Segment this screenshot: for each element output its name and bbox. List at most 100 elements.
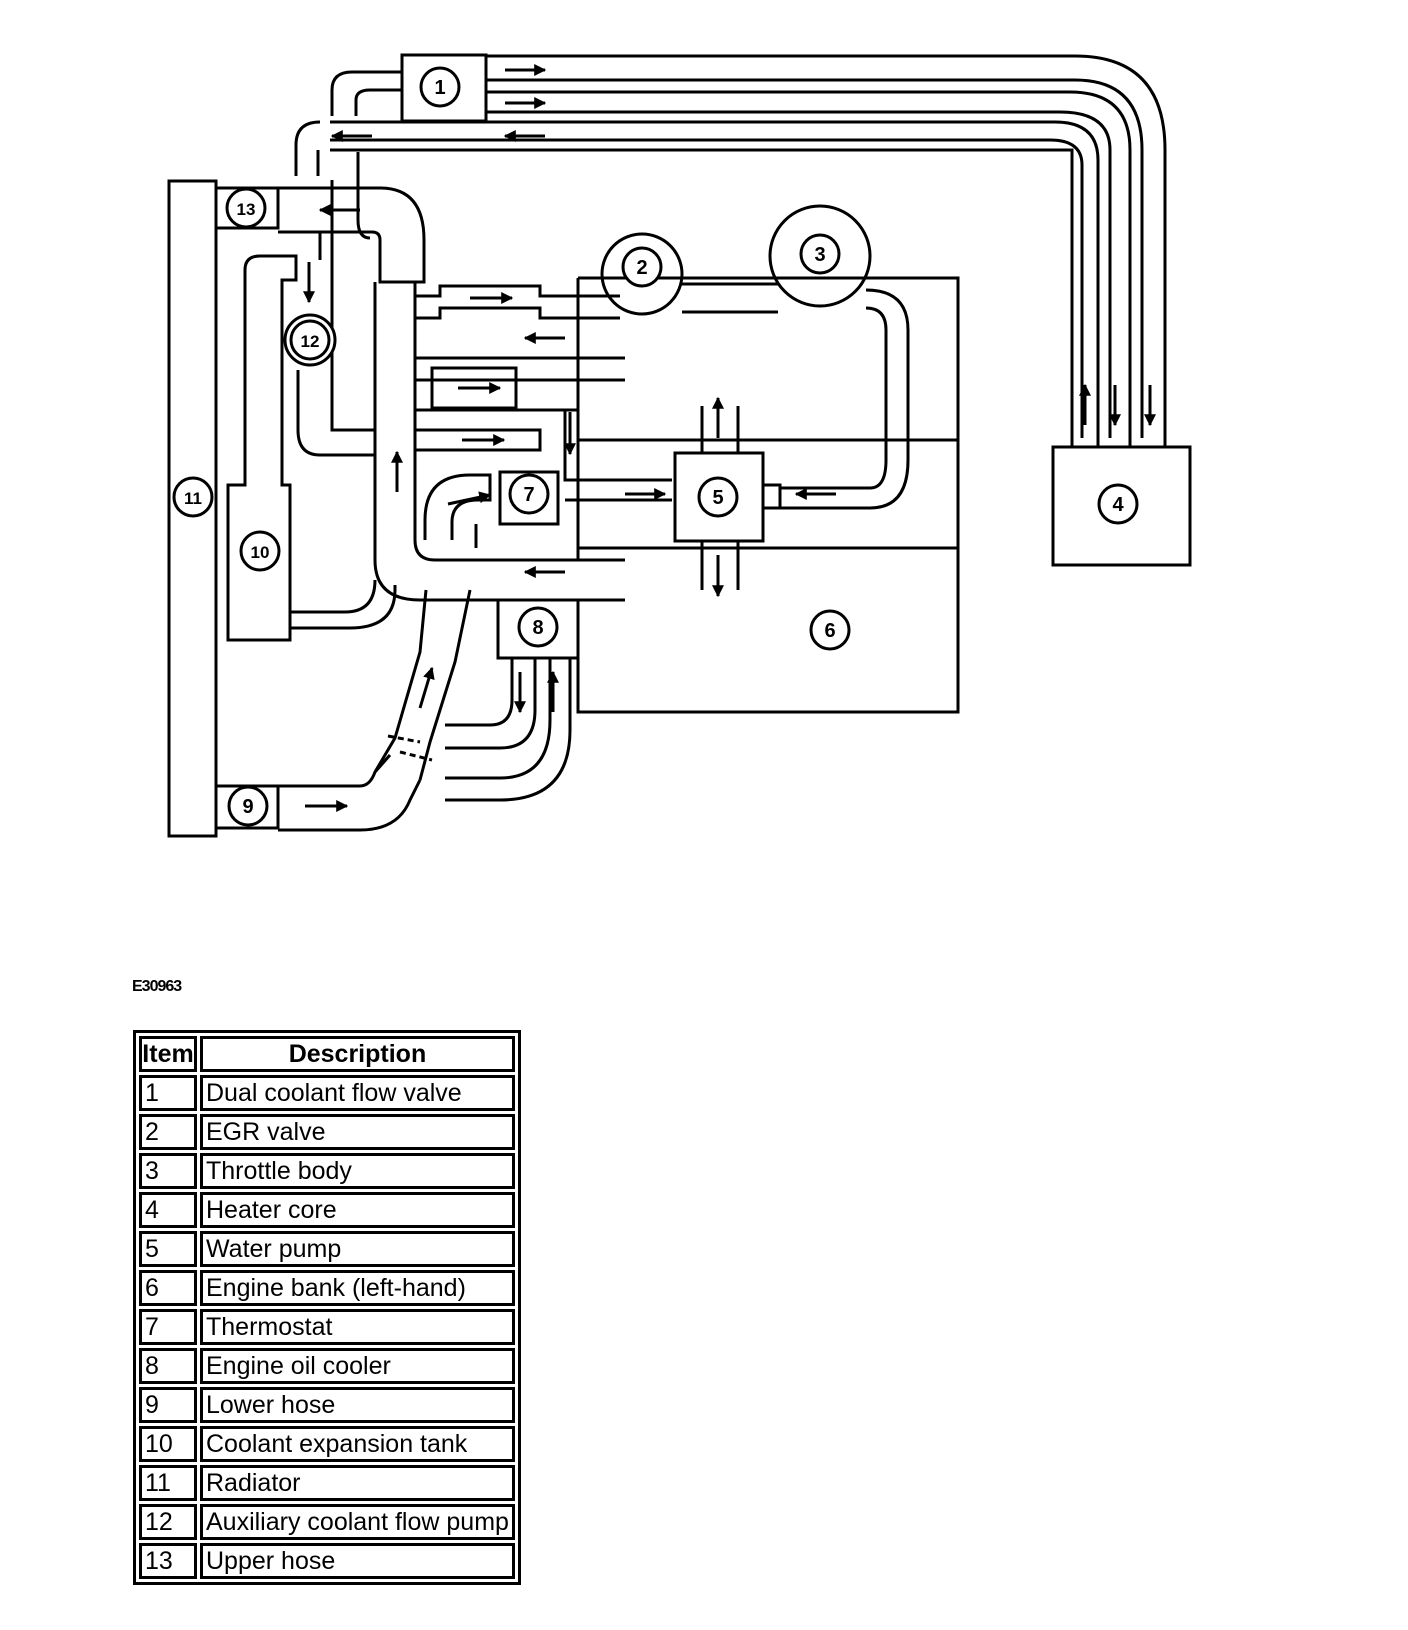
callout-1 [419, 66, 461, 108]
callout-13 [225, 187, 267, 229]
throttle-return-hose-inner [780, 306, 888, 490]
legend-item-description: Coolant expansion tank [200, 1426, 515, 1462]
heater-core [1051, 445, 1192, 567]
legend-item-description: Lower hose [200, 1387, 515, 1423]
thermostat-elbow [423, 473, 492, 540]
aux-pump-hose-outer [296, 370, 375, 457]
legend-item-number: 13 [139, 1543, 197, 1579]
engine-oil-cooler [496, 598, 580, 660]
legend-item-number: 3 [139, 1153, 197, 1189]
oil-cooler-hose-4 [445, 658, 572, 802]
heater-feed-line-3 [486, 110, 1112, 438]
callout-3 [799, 233, 841, 275]
expansion-tank-hose [290, 579, 377, 614]
bypass-hose-line [330, 180, 375, 432]
lower-hose [278, 754, 422, 832]
main-return-pipe [373, 282, 625, 602]
legend-item-number: 9 [139, 1387, 197, 1423]
legend-item-description: Engine bank (left-hand) [200, 1270, 515, 1306]
callout-10 [239, 530, 281, 572]
legend-item-number: 4 [139, 1192, 197, 1228]
callout-label-12: 12 [301, 332, 320, 351]
legend-item-description: Thermostat [200, 1309, 515, 1345]
figure-code: E30963 [132, 978, 182, 995]
legend-header-row: Item Description [139, 1036, 515, 1072]
callout-label-13: 13 [237, 200, 256, 219]
callout-label-5: 5 [712, 487, 723, 509]
callout-6 [809, 609, 851, 651]
legend-item-description: Throttle body [200, 1153, 515, 1189]
callout-12 [289, 319, 331, 361]
main-return-pipe-inner [413, 282, 625, 562]
water-pump-upper-port [700, 406, 740, 453]
legend-item-number: 1 [139, 1075, 197, 1111]
flow-arrow [418, 666, 435, 709]
callout-label-2: 2 [636, 257, 647, 279]
engine-bank [576, 276, 960, 714]
callout-label-11: 11 [184, 489, 202, 508]
callout-label-10: 10 [251, 543, 270, 562]
water-pump-side-port [763, 483, 782, 510]
heater-feed-line-2 [486, 90, 1132, 438]
heater-core-ports [1070, 438, 1167, 447]
legend-item-number: 12 [139, 1504, 197, 1540]
flow-arrow [447, 491, 492, 506]
legend-header-description: Description [200, 1036, 515, 1072]
legend-item-description: Upper hose [200, 1543, 515, 1579]
heater-return-line-1 [330, 120, 1100, 438]
thermostat [498, 470, 560, 526]
legend-item-number: 2 [139, 1114, 197, 1150]
egr-valve [600, 232, 684, 316]
water-pump-lower-port [700, 541, 740, 590]
throttle-return-hose [780, 288, 910, 510]
egr-feed-pipe-2 [415, 306, 620, 320]
callout-label-7: 7 [523, 484, 534, 506]
dual-coolant-flow-valve [400, 53, 488, 123]
legend-item-description: Radiator [200, 1465, 515, 1501]
legend-item-number: 7 [139, 1309, 197, 1345]
callout-label-9: 9 [242, 796, 253, 818]
callout-label-4: 4 [1112, 494, 1124, 516]
coolant-expansion-tank [226, 254, 298, 642]
callout-9 [227, 785, 269, 827]
bypass-hose-line-2 [356, 152, 371, 240]
oil-cooler-hose-1 [445, 658, 514, 727]
bypass-hose-outer [294, 120, 321, 176]
callout-4 [1097, 483, 1139, 525]
legend-item-number: 10 [139, 1426, 197, 1462]
oil-cooler-hose-3 [445, 658, 552, 780]
lower-hose-rise [373, 589, 472, 781]
legend-item-number: 5 [139, 1231, 197, 1267]
legend-item-number: 6 [139, 1270, 197, 1306]
heater-feed-line-1 [486, 78, 1144, 438]
water-pump [673, 451, 765, 543]
radiator [167, 179, 218, 838]
heater-return-line-3 [330, 148, 1074, 438]
callout-11 [172, 476, 214, 518]
callout-7 [508, 473, 550, 515]
oil-cooler-hose-2 [445, 658, 537, 750]
legend-item-description: Engine oil cooler [200, 1348, 515, 1384]
legend-item-description: EGR valve [200, 1114, 515, 1150]
expansion-tank-hose-inner [290, 585, 397, 630]
heater-branch-block [430, 366, 518, 410]
callout-label-3: 3 [814, 244, 825, 266]
callout-label-6: 6 [824, 620, 835, 642]
callout-2 [621, 246, 663, 288]
valve-supply-hose-inner [354, 88, 402, 116]
callout-label-1: 1 [434, 77, 445, 99]
legend-item-number: 11 [139, 1465, 197, 1501]
legend-item-description: Heater core [200, 1192, 515, 1228]
